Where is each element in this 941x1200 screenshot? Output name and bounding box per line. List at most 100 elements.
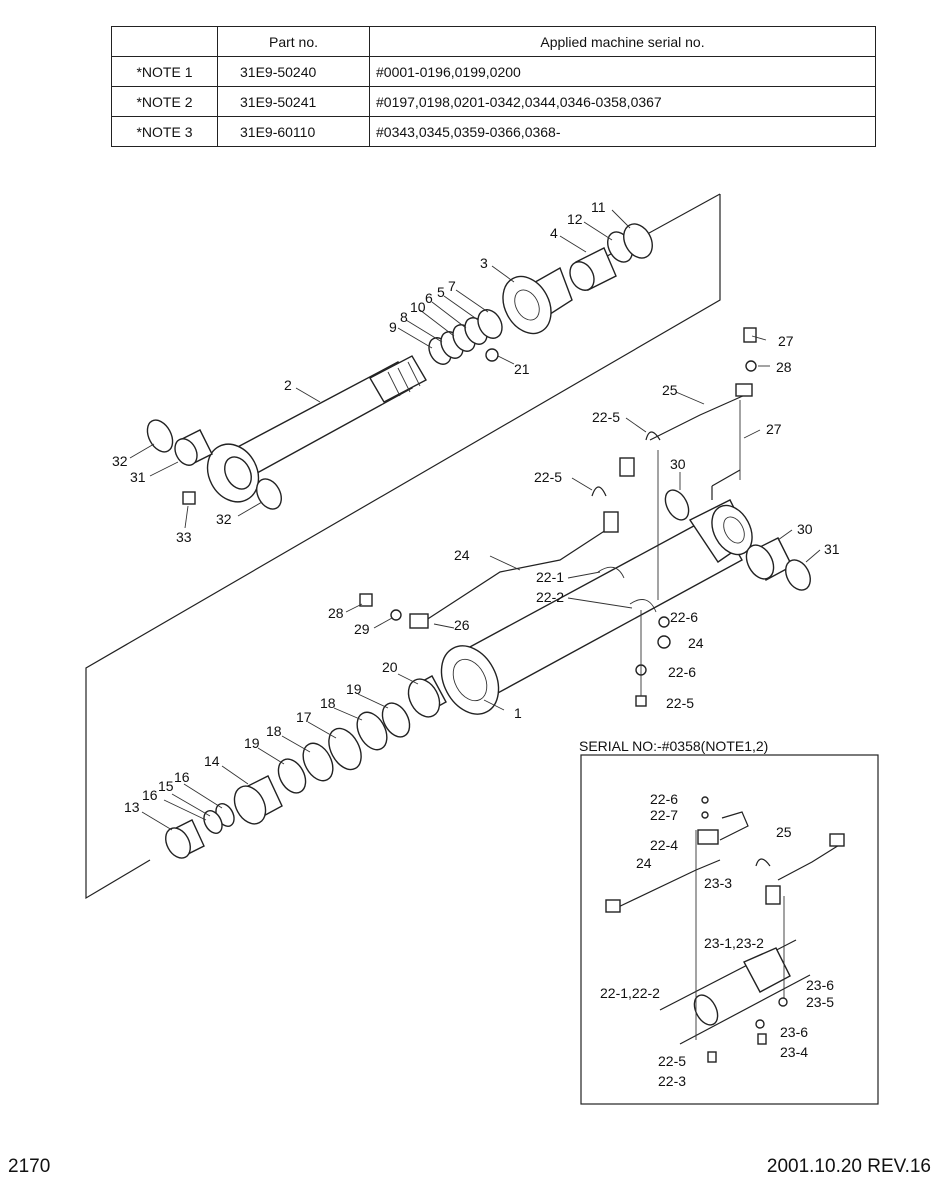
- callout: 25: [776, 824, 792, 840]
- callout: 22-2: [536, 589, 564, 605]
- pipe-25: [649, 394, 746, 441]
- bracket-22-4: [603, 511, 619, 533]
- table-row: *NOTE 2 31E9-50241 #0197,0198,0201-0342,…: [111, 86, 876, 117]
- callout: 20: [382, 659, 398, 675]
- exploded-view-boundary: [85, 194, 721, 900]
- callout-labels: 11 12 4 3 7 5 6 10 8 9 21 2 32 31 33 32 …: [112, 199, 840, 815]
- part-21: [485, 348, 499, 362]
- callout: 14: [204, 753, 220, 769]
- callout: 21: [514, 361, 530, 377]
- callout: 22-6: [650, 791, 678, 807]
- callout: 22-5: [592, 409, 620, 425]
- callout: 1: [514, 705, 522, 721]
- callout: 18: [320, 695, 336, 711]
- pin-bushing-left: [146, 419, 282, 510]
- ring-17: [328, 727, 362, 771]
- callout-leaders: [129, 209, 821, 831]
- note-cell: *NOTE 2: [111, 86, 218, 117]
- ring-19: [381, 702, 411, 738]
- piston-nut-20: [407, 675, 447, 718]
- callout: 6: [425, 290, 433, 306]
- u-bolt-22-4: [591, 486, 607, 497]
- callout: 32: [216, 511, 232, 527]
- callout: 27: [778, 333, 794, 349]
- cushion-ring-13: [165, 819, 205, 859]
- callout: 24: [688, 635, 704, 651]
- callout: 22-5: [666, 695, 694, 711]
- callout: 23-1,23-2: [704, 935, 764, 951]
- rod-seals: [428, 309, 503, 365]
- ring-15: [203, 810, 223, 834]
- callout: 18: [266, 723, 282, 739]
- bolt-22-3: [635, 695, 647, 707]
- callout: 4: [550, 225, 558, 241]
- callout: 23-4: [780, 1044, 808, 1060]
- callout: 23-6: [806, 977, 834, 993]
- callout: 7: [448, 278, 456, 294]
- callout: 16: [174, 769, 190, 785]
- callout: 31: [824, 541, 840, 557]
- flange-25: [735, 383, 753, 397]
- table-row: *NOTE 3 31E9-60110 #0343,0345,0359-0366,…: [111, 116, 876, 147]
- callout: 15: [158, 778, 174, 794]
- cylinder-tube: [440, 469, 753, 715]
- callout: 23-6: [780, 1024, 808, 1040]
- band-22-2: [629, 599, 657, 613]
- callout: 22-1: [536, 569, 564, 585]
- callout: 28: [328, 605, 344, 621]
- piston-14: [233, 775, 283, 825]
- serial-cell: #0197,0198,0201-0342,0344,0346-0358,0367: [369, 86, 876, 117]
- callout: 19: [346, 681, 362, 697]
- callout: 10: [410, 299, 426, 315]
- ring-18b: [302, 742, 334, 782]
- page-number: 2170: [8, 1156, 51, 1177]
- callout: 22-5: [658, 1053, 686, 1069]
- piston-rod: [206, 355, 427, 503]
- inset-drawing: [605, 796, 845, 1063]
- callout: 8: [400, 309, 408, 325]
- washer-22-5: [658, 616, 670, 628]
- part-28-upper: [745, 360, 757, 372]
- table-row: *NOTE 1 31E9-50240 #0001-0196,0199,0200: [111, 56, 876, 87]
- pin-bushing-right: [664, 489, 811, 591]
- callout: 16: [142, 787, 158, 803]
- callout: 31: [130, 469, 146, 485]
- callout: 22-6: [670, 609, 698, 625]
- part-27-lower: [359, 593, 373, 607]
- inset-box: [580, 754, 879, 1105]
- note-cell: *NOTE 3: [111, 116, 218, 147]
- inset-labels: 22-6 22-7 22-4 24 25 23-3 23-1,23-2 22-1…: [600, 791, 834, 1089]
- callout: 28: [776, 359, 792, 375]
- callout: 9: [389, 319, 397, 335]
- rod-cover: [502, 266, 573, 335]
- serial-notes-table: Part no. Applied machine serial no. *NOT…: [111, 26, 876, 147]
- callout: 33: [176, 529, 192, 545]
- callout: 24: [636, 855, 652, 871]
- callout: 2: [284, 377, 292, 393]
- callout: 17: [296, 709, 312, 725]
- callout: 13: [124, 799, 140, 815]
- flange-24: [409, 613, 429, 629]
- callout: 22-5: [534, 469, 562, 485]
- note-cell: *NOTE 1: [111, 56, 218, 87]
- bushing-rings-upper: [569, 223, 653, 291]
- callout: 29: [354, 621, 370, 637]
- callout: 26: [454, 617, 470, 633]
- revision-date: 2001.10.20 REV.16: [766, 1156, 931, 1177]
- callout: 25: [662, 382, 678, 398]
- callout: 27: [766, 421, 782, 437]
- callout: 5: [437, 284, 445, 300]
- callout: 32: [112, 453, 128, 469]
- callout: 22-3: [658, 1073, 686, 1089]
- serial-cell: #0343,0345,0359-0366,0368-: [369, 116, 876, 147]
- callout: 22-4: [650, 837, 678, 853]
- callout: 22-6: [668, 664, 696, 680]
- ring-19b: [277, 758, 307, 794]
- callout: 22-1,22-2: [600, 985, 660, 1001]
- pipe-24: [419, 529, 607, 625]
- callout: 30: [670, 456, 686, 472]
- part-28-lower: [390, 609, 402, 621]
- callout: 11: [591, 199, 606, 215]
- callout: 3: [480, 255, 488, 271]
